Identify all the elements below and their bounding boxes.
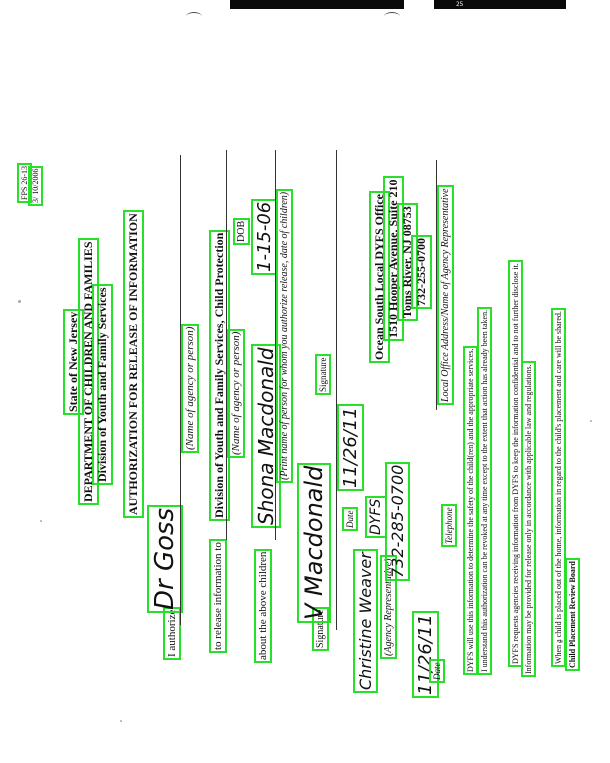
office-city: Toms River, NJ 08753 — [399, 183, 416, 341]
body-paragraph-3b: Child Placement Review Board — [567, 525, 578, 704]
authorize-label: I authorize — [165, 597, 179, 669]
release-value: Division of Youth and Family Services, C… — [211, 175, 228, 576]
scan-speck — [120, 720, 122, 722]
about-caption: (Print name of person for whom you autho… — [278, 113, 291, 559]
authorize-caption: (Name of agency or person) — [183, 295, 197, 481]
scan-speck — [560, 640, 563, 643]
about-dob: 1-15-06 — [253, 191, 276, 283]
office-line — [436, 160, 437, 410]
office-phone: 732-255-0700 — [413, 224, 430, 320]
release-extra: DOB — [234, 215, 249, 248]
release-label: to release information to — [211, 515, 225, 677]
signature-handwritten: V Macdonald — [299, 449, 329, 637]
scan-speck — [18, 300, 21, 303]
office-name: Ocean South Local DYFS Office — [371, 160, 388, 394]
body-paragraph-2a: DYFS requests agencies receiving informa… — [510, 129, 521, 763]
form-title: AUTHORIZATION FOR RELEASE OF INFORMATION — [125, 152, 142, 576]
authorize-line — [180, 155, 181, 625]
signature-date-label: Date — [343, 505, 357, 534]
agency-rep-phone: 732-285-0700 — [387, 446, 408, 596]
body-paragraph-2b: Information may be provided for release … — [523, 261, 534, 763]
office-caption: Local Office Address/Name of Agency Repr… — [439, 130, 452, 461]
release-line — [226, 150, 227, 540]
form-revision: 3/ 10/2006 — [30, 157, 41, 215]
agency-rep-date: 11/26/11 — [414, 602, 437, 707]
scan-speck — [40, 520, 42, 522]
division-name: Division of Youth and Family Services — [94, 248, 111, 521]
body-paragraph-3a: When a child is placed out of the home, … — [553, 193, 564, 763]
binding-mark-left — [186, 12, 202, 21]
signature-caption: Signature — [317, 347, 329, 403]
signature-line — [336, 150, 337, 630]
binding-mark-right — [384, 12, 400, 21]
about-label: about the above children — [256, 524, 270, 688]
authorize-handwritten: Dr Goss — [149, 497, 181, 621]
body-paragraph-1a: DYFS will use this information to determ… — [465, 240, 476, 763]
agency-rep-date-label: Date — [430, 657, 444, 686]
scan-header-bar-right: 25 — [434, 0, 566, 9]
about-line — [275, 150, 276, 540]
scan-header-bar-left — [230, 0, 404, 9]
state-name: State of New Jersey — [65, 291, 82, 433]
release-caption: (Name of agency or person) — [229, 300, 243, 486]
page-number: 25 — [456, 1, 464, 8]
body-paragraph-1b: I understand this authorization can be r… — [479, 189, 490, 763]
agency-rep-handwritten: Christine Weaver — [355, 530, 376, 712]
agency-rep-extra: DYFS — [366, 491, 386, 542]
office-street: 1510 Hooper Avenue, Suite 210 — [385, 147, 402, 370]
agency-rep-phone-label: Telephone — [443, 496, 455, 556]
signature-date-handwritten: 11/26/11 — [339, 395, 362, 500]
form-code: FPS 26-13 — [19, 154, 30, 212]
department-name: DEPARTMENT OF CHILDREN AND FAMILIES — [80, 189, 97, 555]
scan-speck — [590, 420, 592, 422]
